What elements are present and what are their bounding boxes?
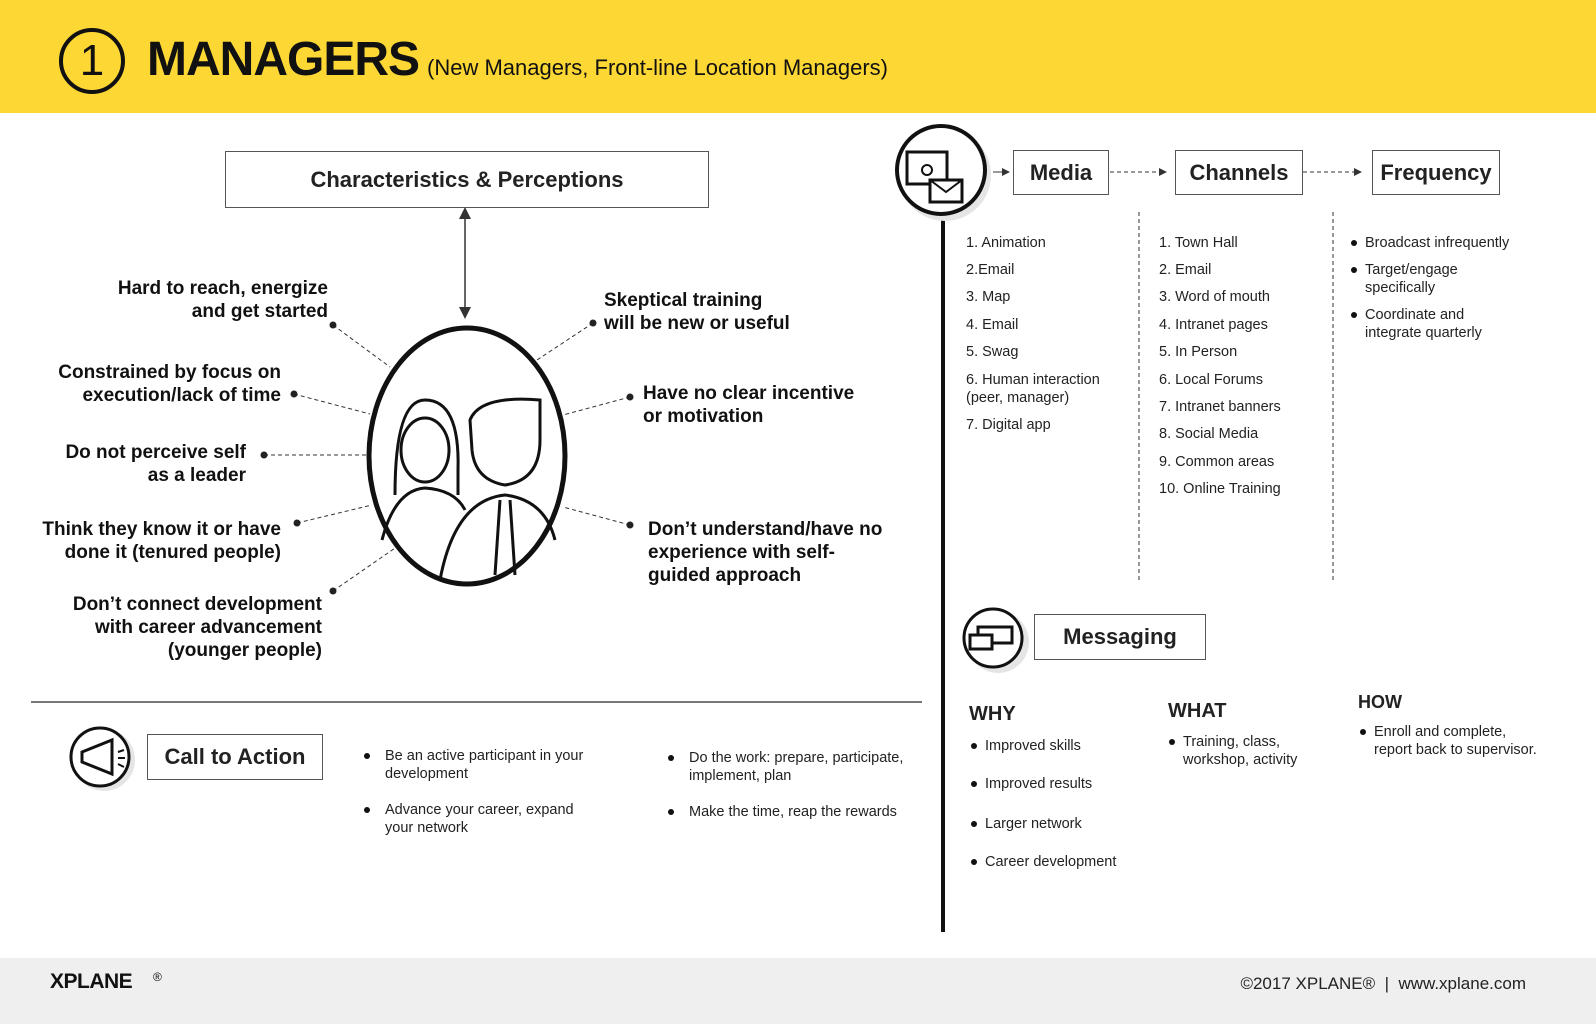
- channel-item: 4. Intranet pages: [1159, 317, 1268, 333]
- how-heading: HOW: [1358, 692, 1402, 712]
- media-list: 1. Animation 2.Email 3. Map 4. Email 5. …: [966, 234, 1100, 434]
- channel-item: 10. Online Training: [1159, 481, 1281, 497]
- how-item: Enroll and complete, report back to supe…: [1358, 723, 1537, 759]
- why-item: Career development: [969, 853, 1116, 871]
- media-icon: [895, 124, 991, 221]
- media-item: 2.Email: [966, 262, 1015, 278]
- frequency-item: Broadcast infrequently: [1349, 234, 1509, 252]
- channels-list: 1. Town Hall 2. Email 3. Word of mouth 4…: [1159, 234, 1281, 498]
- characteristic-right-3: Don’t understand/have no experience with…: [648, 519, 883, 586]
- frequency-box: Frequency: [1372, 150, 1500, 195]
- frequency-item: Coordinate and integrate quarterly: [1349, 306, 1482, 342]
- why-item: Larger network: [969, 815, 1082, 833]
- page-subtitle: (New Managers, Front-line Location Manag…: [427, 55, 888, 80]
- characteristic-left-4: Think they know it or have done it (tenu…: [42, 519, 281, 563]
- media-item: 7. Digital app: [966, 417, 1051, 433]
- cta-item: Make the time, reap the rewards: [666, 803, 897, 821]
- characteristic-left-3: Do not perceive self as a leader: [65, 442, 246, 486]
- what-item: Training, class, workshop, activity: [1167, 733, 1297, 769]
- cta-item: Be an active participant in your develop…: [362, 747, 583, 783]
- cta-item: Advance your career, expand your network: [362, 801, 574, 837]
- characteristic-right-1: Skeptical training will be new or useful: [604, 290, 790, 334]
- megaphone-icon: [69, 726, 135, 791]
- speech-bubbles-icon: [962, 607, 1029, 673]
- channel-item: 2. Email: [1159, 262, 1212, 278]
- characteristic-left-5: Don’t connect development with career ad…: [72, 594, 322, 661]
- channel-item: 7. Intranet banners: [1159, 399, 1281, 415]
- channel-item: 8. Social Media: [1159, 426, 1259, 442]
- why-heading: WHY: [969, 703, 1016, 725]
- media-item: 1. Animation: [966, 235, 1046, 251]
- header-banner: [0, 0, 1596, 113]
- xplane-logo: XPLANE: [50, 970, 133, 993]
- channel-item: 9. Common areas: [1159, 454, 1275, 470]
- call-to-action-box: Call to Action: [147, 734, 323, 780]
- channels-box: Channels: [1175, 150, 1303, 195]
- registered-mark: ®: [153, 970, 162, 984]
- messaging-box: Messaging: [1034, 614, 1206, 660]
- characteristic-right-2: Have no clear incentive or motivation: [643, 383, 855, 427]
- frequency-item: Target/engage specifically: [1349, 261, 1458, 297]
- copyright-text: ©2017 XPLANE® | www.xplane.com: [1240, 974, 1526, 993]
- media-item: 3. Map: [966, 289, 1011, 305]
- cta-item: Do the work: prepare, participate, imple…: [666, 749, 903, 785]
- characteristics-title-box: Characteristics & Perceptions: [225, 151, 709, 208]
- section-number: 1: [59, 28, 125, 94]
- footer: [0, 958, 1596, 1024]
- characteristic-left-2: Constrained by focus on execution/lack o…: [58, 362, 281, 406]
- media-item: 5. Swag: [966, 344, 1019, 360]
- channel-item: 5. In Person: [1159, 344, 1238, 360]
- characteristic-left-1: Hard to reach, energize and get started: [117, 278, 328, 322]
- media-item: 4. Email: [966, 317, 1019, 333]
- managers-portrait-icon: [366, 325, 568, 587]
- page-title: MANAGERS: [147, 33, 420, 86]
- channel-item: 1. Town Hall: [1159, 235, 1238, 251]
- channel-item: 6. Local Forums: [1159, 372, 1263, 388]
- channel-item: 3. Word of mouth: [1159, 289, 1270, 305]
- media-item: 6. Human interaction (peer, manager): [966, 372, 1100, 406]
- media-box: Media: [1013, 150, 1109, 195]
- why-item: Improved results: [969, 775, 1092, 793]
- what-heading: WHAT: [1168, 700, 1227, 722]
- why-item: Improved skills: [969, 737, 1081, 755]
